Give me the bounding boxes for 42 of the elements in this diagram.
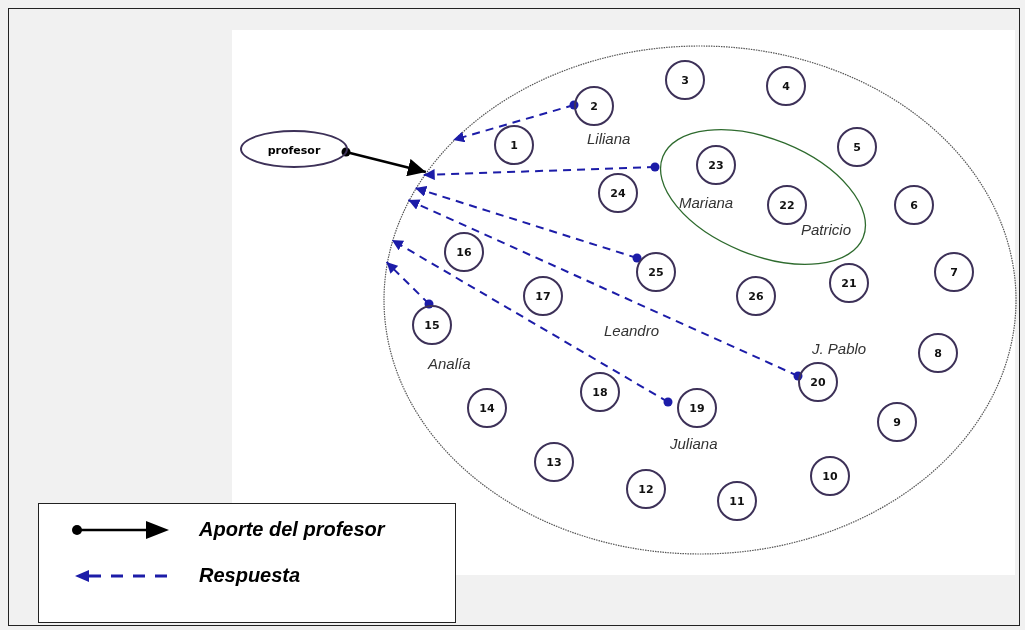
dashed-arrow: [422, 162, 660, 181]
student-circle: 24: [598, 173, 638, 213]
dashed-arrow: [414, 186, 642, 263]
student-circle: 15: [412, 305, 452, 345]
student-circle: 1: [494, 125, 534, 165]
student-circle: 4: [766, 66, 806, 106]
student-circle: 13: [534, 442, 574, 482]
student-circle: 25: [636, 252, 676, 292]
student-circle: 11: [717, 481, 757, 521]
teacher-ellipse: profesor: [240, 130, 348, 168]
student-circle: 5: [837, 127, 877, 167]
dashed-arrow: [390, 239, 673, 407]
student-circle: 21: [829, 263, 869, 303]
student-circle: 20: [798, 362, 838, 402]
student-name: Leandro: [604, 322, 660, 339]
student-circle: 3: [665, 60, 705, 100]
student-circle: 16: [444, 232, 484, 272]
student-name: Liliana: [587, 130, 631, 147]
student-circle: 7: [934, 252, 974, 292]
student-name: Juliana: [670, 435, 718, 452]
student-circle: 19: [677, 388, 717, 428]
student-circle: 6: [894, 185, 934, 225]
student-name: J. Pablo: [812, 340, 867, 357]
student-circle: 10: [810, 456, 850, 496]
student-name: Mariana: [679, 194, 734, 211]
dashed-arrow: [385, 261, 434, 309]
student-circle: 17: [523, 276, 563, 316]
dashed-arrow: [452, 100, 579, 143]
student-circle: 2: [574, 86, 614, 126]
student-name: Analía: [428, 355, 471, 372]
student-circle: 9: [877, 402, 917, 442]
student-circle: 22: [767, 185, 807, 225]
student-circle: 18: [580, 372, 620, 412]
student-circle: 23: [696, 145, 736, 185]
legend-label: Aporte del profesor: [199, 518, 385, 541]
legend-label: Respuesta: [199, 564, 301, 587]
student-circle: 26: [736, 276, 776, 316]
student-circle: 14: [467, 388, 507, 428]
dashed-arrow: [407, 199, 803, 381]
student-circle: 12: [626, 469, 666, 509]
arrow: [341, 147, 427, 177]
student-circle: 8: [918, 333, 958, 373]
